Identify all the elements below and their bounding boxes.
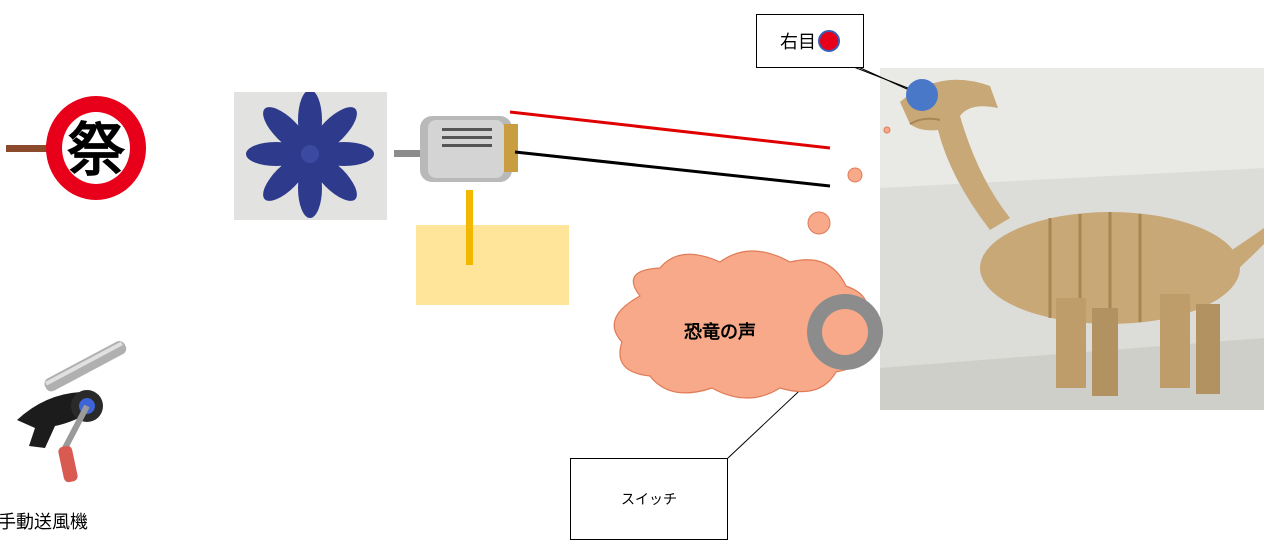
propeller-icon (234, 92, 387, 220)
switch-button (822, 309, 868, 355)
right-eye-marker (906, 79, 938, 111)
bubble-large (807, 211, 831, 235)
dinosaur-photo (880, 68, 1264, 410)
right-eye-label-box: 右目 (756, 14, 864, 68)
motor-photo (394, 106, 524, 194)
yellow-stick (466, 190, 473, 265)
bubble-medium (847, 167, 863, 183)
red-wire (509, 110, 831, 150)
uchiwa-kanji: 祭 (67, 116, 126, 184)
dc-motor-icon (394, 106, 524, 194)
switch-label: スイッチ (621, 492, 677, 508)
black-wire (514, 150, 831, 188)
yellow-panel (416, 225, 569, 305)
hand-blower-icon (5, 330, 145, 490)
uchiwa-fan-icon: 祭 (0, 88, 150, 208)
red-dot-icon (818, 30, 840, 52)
dinosaur-voice-label: 恐竜の声 (684, 322, 756, 343)
switch-label-box: スイッチ (570, 458, 728, 540)
bubble-small (883, 126, 891, 134)
propeller-photo (234, 92, 387, 220)
cardboard-dinosaur-icon (880, 68, 1264, 410)
right-eye-label: 右目 (780, 32, 816, 53)
hand-blower-caption: 手動送風機 (0, 512, 88, 533)
hand-blower-photo (5, 330, 145, 490)
